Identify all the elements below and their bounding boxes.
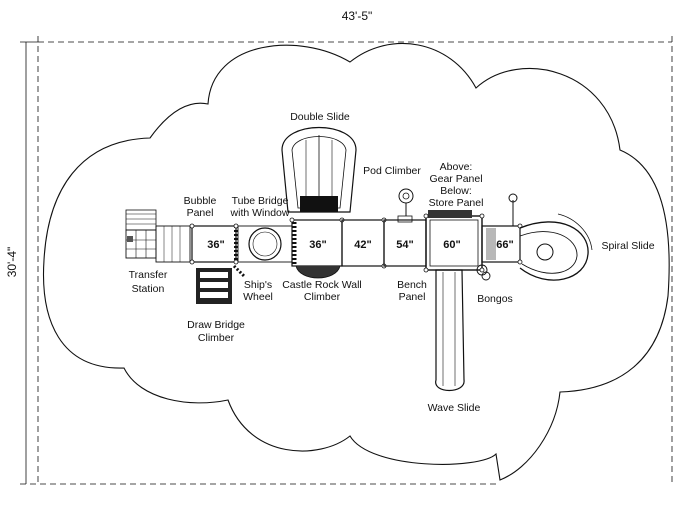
- bench-panel-label: Bench: [397, 279, 427, 291]
- tube-bridge-label: with Window: [230, 207, 290, 219]
- height-dimension: 30'-4": [5, 247, 19, 278]
- bongos: [476, 264, 491, 281]
- deck-height-label: 54": [396, 239, 413, 251]
- tube-bridge: [237, 225, 293, 263]
- spiral-slide: [519, 213, 593, 281]
- bubble-panel-label: Bubble: [184, 195, 217, 207]
- deck-36-center: [289, 217, 345, 279]
- transfer-station-label: Transfer: [129, 269, 168, 281]
- gear-panel-label: Above:: [440, 161, 473, 173]
- castle-climber-label: Castle Rock Wall: [282, 279, 362, 291]
- spiral-slide-label: Spiral Slide: [601, 240, 654, 252]
- draw-bridge-label: Draw Bridge: [187, 319, 245, 331]
- double-slide-label: Double Slide: [290, 111, 350, 123]
- pod-climber: [398, 188, 414, 216]
- ships-wheel-label: Wheel: [243, 291, 273, 303]
- draw-bridge-climber: [196, 264, 246, 304]
- width-dimension: 43'-5": [342, 9, 373, 23]
- bongos-label: Bongos: [477, 293, 513, 305]
- dimension-lines: [20, 36, 673, 485]
- deck-36-left: [189, 223, 239, 265]
- castle-climber-label: Climber: [304, 291, 341, 303]
- ships-wheel-label: Ship's: [244, 279, 272, 291]
- deck-height-label: 60": [443, 239, 460, 251]
- transfer-station-label: Station: [132, 283, 165, 295]
- gear-panel-label: Gear Panel: [429, 173, 482, 185]
- tube-bridge-label: Tube Bridge: [232, 195, 289, 207]
- pod-climber-label: Pod Climber: [363, 165, 421, 177]
- transfer-station: [125, 209, 191, 263]
- bubble-panel-label: Panel: [187, 207, 214, 219]
- deck-height-label: 36": [309, 239, 326, 251]
- bench-panel-label: Panel: [399, 291, 426, 303]
- deck-66: [481, 193, 523, 265]
- double-slide: [281, 126, 357, 213]
- wave-slide: [435, 269, 465, 392]
- deck-height-label: 66": [496, 239, 513, 251]
- gear-panel-label: Store Panel: [429, 197, 484, 209]
- component-labels: Double Slide Pod Climber Above: Gear Pan…: [129, 111, 655, 414]
- safety-zone-outline: [42, 42, 670, 481]
- draw-bridge-label: Climber: [198, 332, 235, 344]
- deck-height-label: 42": [354, 239, 371, 251]
- wave-slide-label: Wave Slide: [428, 402, 481, 414]
- deck-height-label: 36": [207, 239, 224, 251]
- gear-panel-label: Below:: [440, 185, 472, 197]
